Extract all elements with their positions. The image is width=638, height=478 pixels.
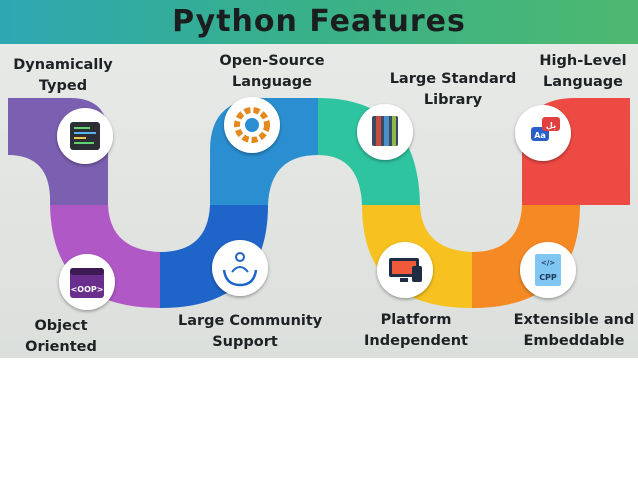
page-title: Python Features <box>172 4 466 39</box>
feature-label-open-source: Open-Source Language <box>219 53 325 90</box>
ar-label: بل <box>546 121 556 130</box>
code-screen-icon <box>57 108 113 164</box>
feature-label-extensible: Extensible and Embeddable <box>513 312 635 349</box>
feature-label-dynamically-typed: Dynamically Typed <box>13 57 113 94</box>
oop-label: <OOP> <box>71 285 104 294</box>
cpp-label: CPP <box>539 273 557 282</box>
road-segment-object-oriented <box>50 205 160 308</box>
oop-window-icon: <OOP> <box>59 254 115 310</box>
feature-label-large-community: Large Community Support <box>178 313 323 350</box>
community-hands-icon <box>212 240 268 296</box>
title-banner: Python Features <box>0 0 638 44</box>
feature-label-high-level: High-Level Language <box>539 53 627 90</box>
books-icon <box>357 104 413 160</box>
devices-icon <box>377 242 433 298</box>
feature-label-large-standard-library: Large Standard Library <box>389 71 517 108</box>
gear-icon <box>224 97 280 153</box>
aa-label: Aa <box>534 131 546 140</box>
infographic: Python Features <box>0 0 638 358</box>
feature-label-object-oriented: Object Oriented <box>25 318 97 355</box>
feature-label-platform-independent: Platform Independent <box>364 312 468 349</box>
feature-road: <OOP> Aa <box>8 97 630 310</box>
language-chat-icon: Aa بل <box>515 105 571 161</box>
code-label: </> <box>541 259 555 267</box>
cpp-file-icon: </> CPP <box>520 242 576 298</box>
